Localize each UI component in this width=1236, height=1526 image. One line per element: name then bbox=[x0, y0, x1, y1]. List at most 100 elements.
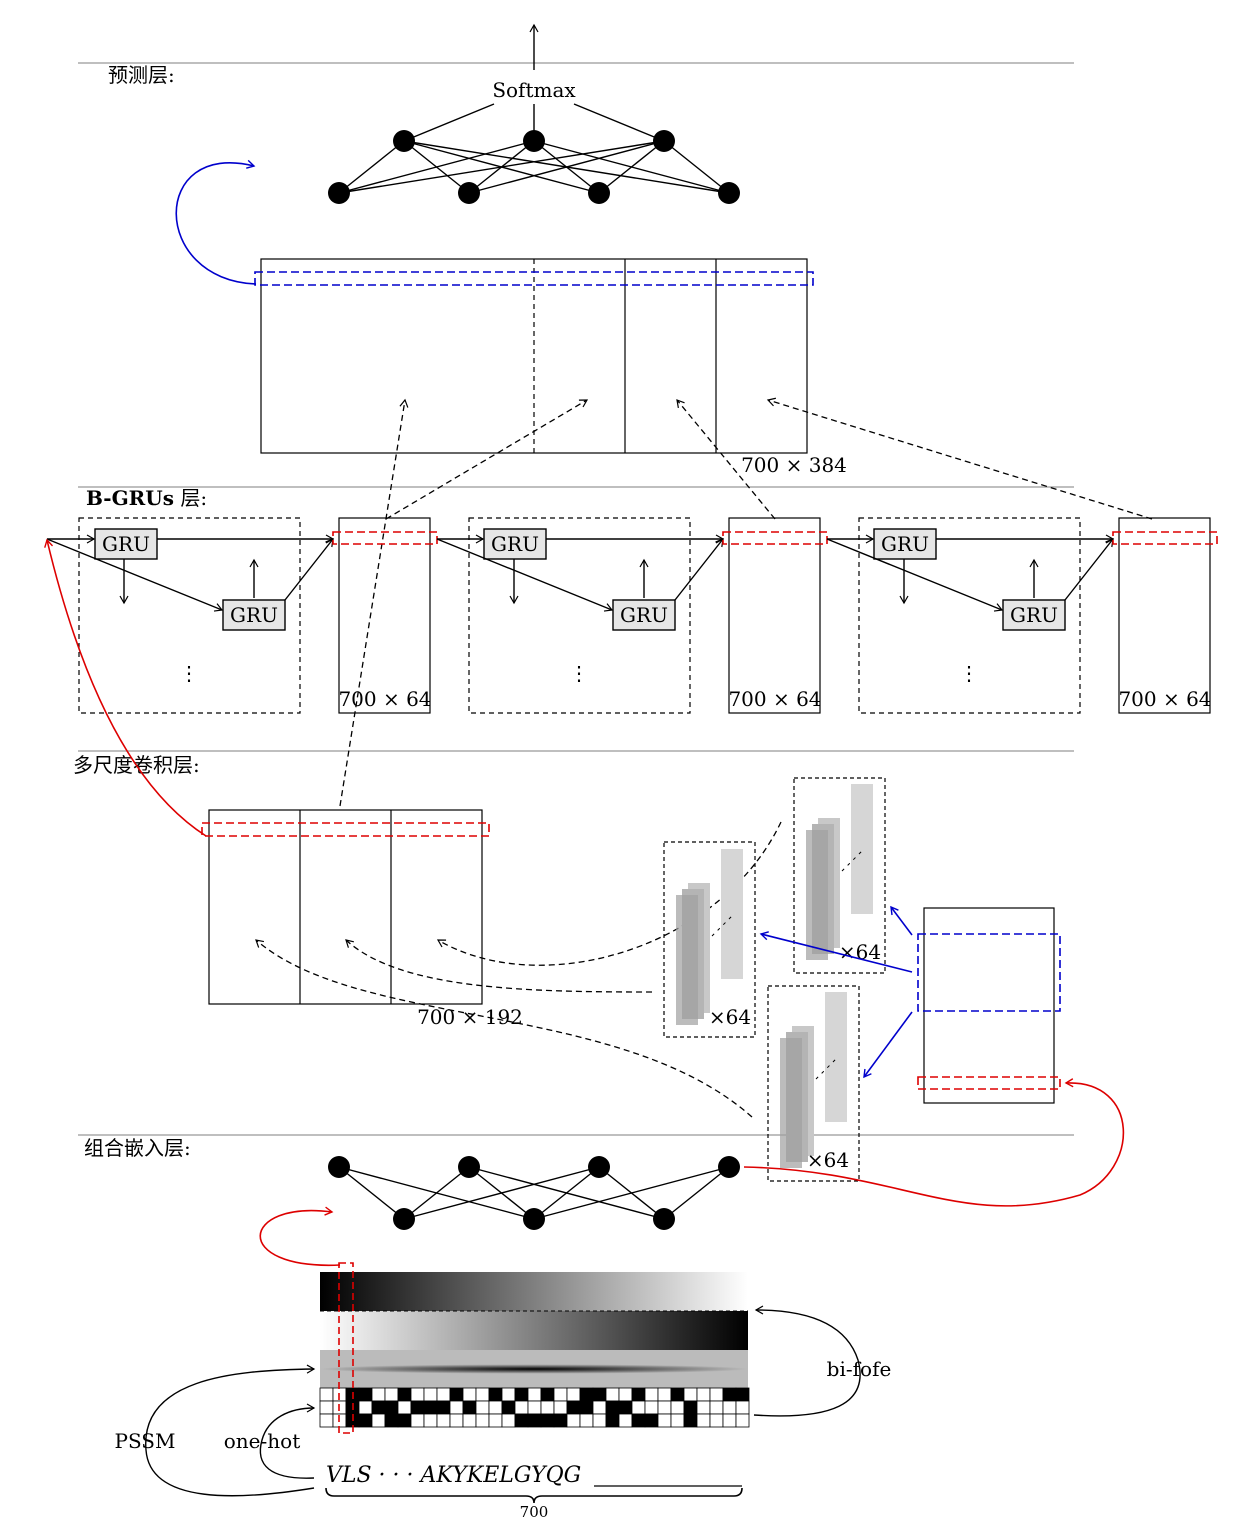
onehot-cell bbox=[501, 1413, 516, 1428]
onehot-cell bbox=[436, 1413, 451, 1428]
onehot-cell bbox=[475, 1387, 490, 1402]
onehot-cell bbox=[735, 1387, 750, 1402]
onehot-cell bbox=[696, 1387, 711, 1402]
onehot-cell bbox=[436, 1387, 451, 1402]
onehot-cell bbox=[566, 1413, 581, 1428]
onehot-cell bbox=[605, 1400, 620, 1415]
onehot-cell bbox=[384, 1413, 399, 1428]
selected-row-red bbox=[722, 531, 828, 545]
onehot-cell bbox=[436, 1400, 451, 1415]
row-selection-red bbox=[917, 1076, 1061, 1090]
onehot-cell bbox=[462, 1413, 477, 1428]
onehot-cell bbox=[319, 1400, 334, 1415]
gru-label: GRU bbox=[881, 532, 929, 556]
embed-input-node bbox=[653, 1208, 675, 1230]
onehot-cell bbox=[371, 1413, 386, 1428]
onehot-cell bbox=[488, 1400, 503, 1415]
bgru-dims: 700 × 64 bbox=[338, 687, 431, 711]
prediction-nodes bbox=[328, 130, 740, 204]
onehot-cell bbox=[397, 1413, 412, 1428]
onehot-cell bbox=[683, 1387, 698, 1402]
onehot-cell bbox=[553, 1400, 568, 1415]
onehot-cell bbox=[644, 1413, 659, 1428]
onehot-cell bbox=[501, 1400, 516, 1415]
embed-output-node bbox=[588, 1156, 610, 1178]
onehot-cell bbox=[423, 1387, 438, 1402]
gru-cell-backward bbox=[1002, 599, 1066, 631]
onehot-cell bbox=[683, 1413, 698, 1428]
onehot-cell bbox=[618, 1400, 633, 1415]
onehot-cell bbox=[657, 1400, 672, 1415]
length-label: 700 bbox=[520, 1503, 549, 1521]
input-node bbox=[328, 182, 350, 204]
onehot-cell bbox=[722, 1400, 737, 1415]
onehot-grid bbox=[319, 1387, 750, 1428]
conv-matrix bbox=[208, 809, 483, 1005]
concat-matrix bbox=[260, 258, 808, 454]
bgru-block-2: GRU GRU ⋮ bbox=[436, 517, 725, 714]
onehot-cell bbox=[527, 1387, 542, 1402]
onehot-cell bbox=[449, 1400, 464, 1415]
onehot-label: one-hot bbox=[224, 1429, 300, 1453]
ellipsis: ⋮ bbox=[179, 661, 199, 685]
onehot-cell bbox=[553, 1413, 568, 1428]
onehot-cell bbox=[566, 1387, 581, 1402]
onehot-cell bbox=[670, 1387, 685, 1402]
onehot-cell bbox=[384, 1400, 399, 1415]
gru-label: GRU bbox=[1010, 603, 1058, 627]
hidden-node bbox=[653, 130, 675, 152]
prediction-layer-label: 预测层: bbox=[108, 63, 175, 87]
onehot-cell bbox=[644, 1400, 659, 1415]
onehot-cell bbox=[657, 1413, 672, 1428]
ellipsis: ⋮ bbox=[569, 661, 589, 685]
gru-cell-backward bbox=[612, 599, 676, 631]
onehot-cell bbox=[592, 1387, 607, 1402]
ellipsis: ⋮ bbox=[959, 661, 979, 685]
embed-matrix-right bbox=[917, 907, 1061, 1104]
gru-label: GRU bbox=[230, 603, 278, 627]
onehot-cell bbox=[423, 1400, 438, 1415]
onehot-cell bbox=[319, 1387, 334, 1402]
sequence-text: VLS · · · AKYKELGYQG bbox=[326, 1463, 581, 1488]
bgru-dims: 700 × 64 bbox=[728, 687, 821, 711]
onehot-cell bbox=[670, 1400, 685, 1415]
bgru-output-2: 700 × 64 bbox=[722, 517, 828, 714]
embed-output-node bbox=[328, 1156, 350, 1178]
fofe-forward-band bbox=[320, 1272, 748, 1311]
pssm-label: PSSM bbox=[115, 1429, 176, 1453]
pssm-arrow bbox=[145, 1364, 316, 1497]
gru-cell-forward bbox=[873, 528, 937, 560]
bgru-output-1: 700 × 64 bbox=[332, 517, 438, 714]
onehot-cell bbox=[358, 1400, 373, 1415]
filter-count: ×64 bbox=[709, 1005, 751, 1029]
hidden-node bbox=[523, 130, 545, 152]
embed-layer-label: 组合嵌入层: bbox=[84, 1136, 191, 1160]
onehot-arrow bbox=[259, 1403, 316, 1479]
onehot-cell bbox=[696, 1400, 711, 1415]
onehot-cell bbox=[540, 1400, 555, 1415]
gru-label: GRU bbox=[620, 603, 668, 627]
onehot-cell bbox=[371, 1387, 386, 1402]
input-node bbox=[458, 182, 480, 204]
window-arrows bbox=[759, 905, 913, 1079]
onehot-cell bbox=[514, 1413, 529, 1428]
selected-row-red bbox=[1112, 531, 1218, 545]
onehot-cell bbox=[527, 1400, 542, 1415]
filter-to-conv-arrows bbox=[255, 821, 782, 1118]
onehot-cell bbox=[657, 1387, 672, 1402]
bgru-dims: 700 × 64 bbox=[1118, 687, 1211, 711]
conv-selected-row bbox=[201, 822, 490, 837]
onehot-cell bbox=[631, 1413, 646, 1428]
onehot-cell bbox=[514, 1387, 529, 1402]
onehot-cell bbox=[410, 1413, 425, 1428]
onehot-cell bbox=[384, 1387, 399, 1402]
input-features bbox=[319, 1262, 750, 1434]
gru-cell-backward bbox=[222, 599, 286, 631]
blue-feed-arrow bbox=[175, 159, 257, 285]
embed-output-node bbox=[458, 1156, 480, 1178]
selected-column bbox=[338, 1262, 354, 1434]
onehot-cell bbox=[319, 1413, 334, 1428]
bifofe-label: bi-fofe bbox=[827, 1357, 892, 1381]
filter-bank-2: ×64 bbox=[793, 777, 886, 974]
